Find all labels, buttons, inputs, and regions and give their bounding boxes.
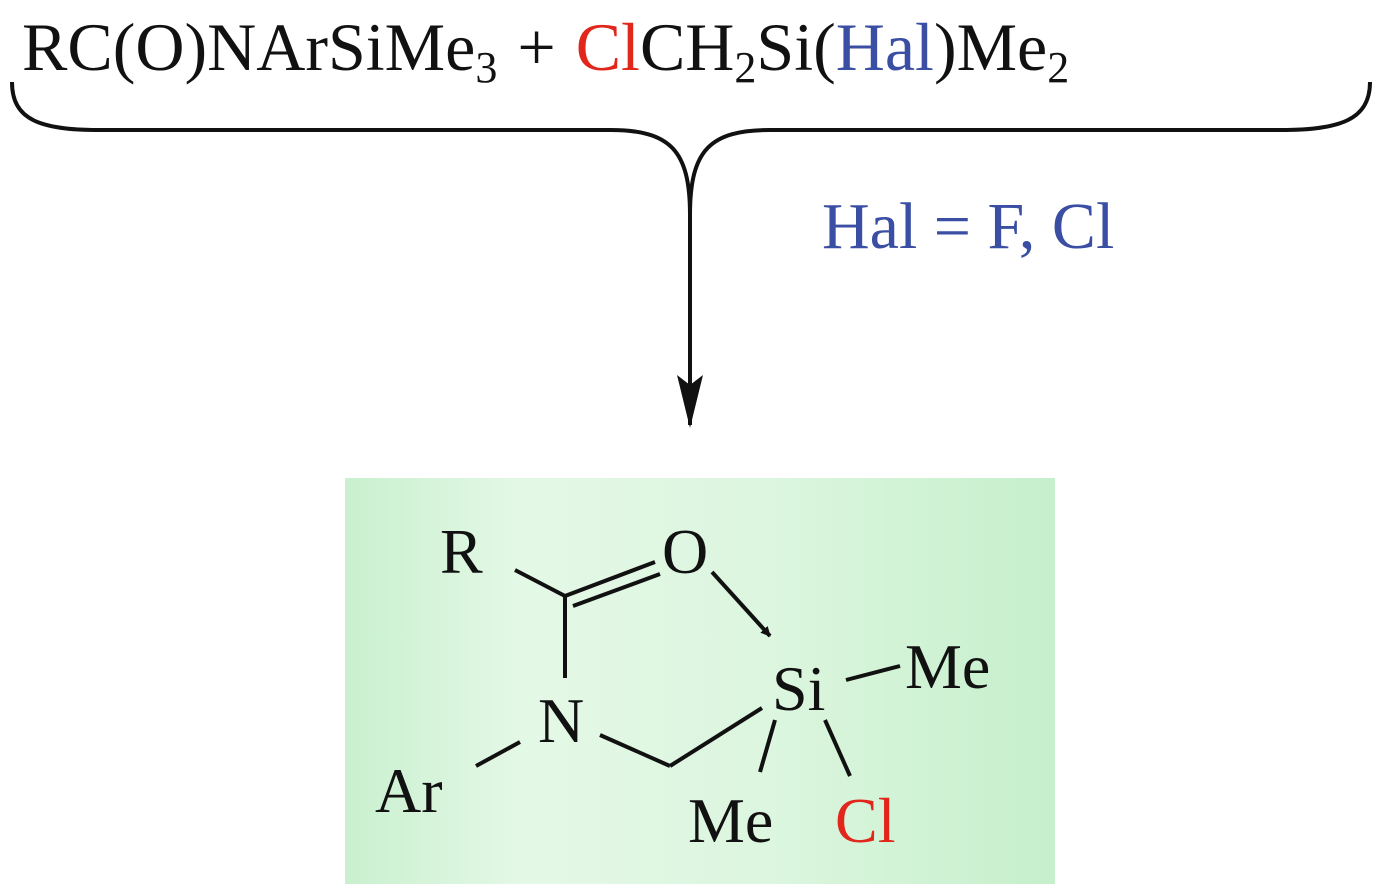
condition-text: Hal = F, Cl bbox=[822, 190, 1114, 263]
atom-R: R bbox=[440, 516, 483, 587]
atom-Ar: Ar bbox=[375, 755, 443, 826]
reactants-text: RC(O)NArSiMe3+ClCH2Si(Hal)Me2 bbox=[22, 9, 1069, 92]
atom-Me-right: Me bbox=[905, 631, 990, 702]
atom-Si: Si bbox=[772, 653, 825, 724]
atom-O: O bbox=[662, 516, 708, 587]
product-box bbox=[345, 478, 1055, 884]
brace bbox=[10, 81, 1372, 216]
atom-N: N bbox=[538, 685, 584, 756]
atom-Me-bottom: Me bbox=[688, 785, 773, 856]
product-structure bbox=[475, 560, 901, 777]
atom-Cl: Cl bbox=[835, 785, 895, 856]
arrow-head bbox=[677, 375, 703, 428]
